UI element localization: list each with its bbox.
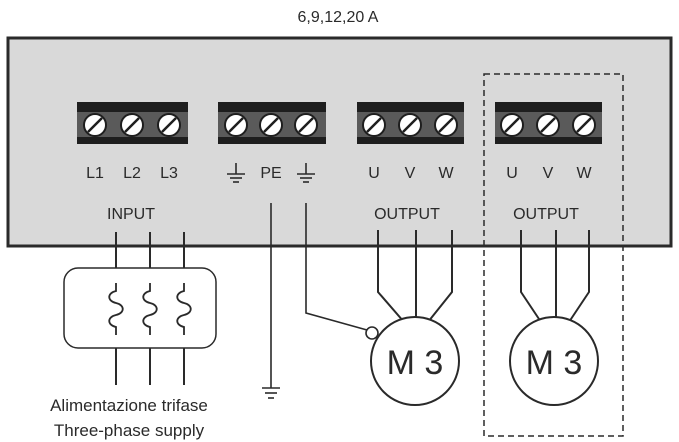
terminal-block-output-1 (357, 102, 464, 144)
ground-symbol-icon (262, 387, 280, 399)
screw-terminal-pe[interactable] (259, 113, 283, 137)
terminal-block-output-2 (495, 102, 602, 144)
supply-caption-en: Three-phase supply (54, 421, 205, 440)
pin-label-l3: L3 (160, 165, 178, 182)
screw-terminal-v1[interactable] (398, 113, 422, 137)
motor-1-label: M 3 (387, 344, 444, 382)
screw-terminal-u1[interactable] (362, 113, 386, 137)
motor-2 (509, 316, 599, 406)
pin-label-v1: V (405, 165, 416, 182)
earth-symbol-right-icon (297, 163, 315, 183)
screw-terminal-v2[interactable] (536, 113, 560, 137)
output-1-group-label: OUTPUT (374, 206, 440, 223)
screw-terminal-earth-right[interactable] (294, 113, 318, 137)
motor-1-wires (377, 230, 453, 323)
optional-output-frame (483, 73, 624, 437)
terminal-block-ground (218, 102, 326, 144)
circuit-breaker-box (63, 267, 217, 349)
pin-label-l2: L2 (123, 165, 141, 182)
earth-symbol-left-icon (227, 163, 245, 183)
supply-caption-it: Alimentazione trifase (50, 396, 208, 415)
pin-label-u2: U (506, 165, 518, 182)
screw-terminal-u2[interactable] (500, 113, 524, 137)
screw-terminal-w1[interactable] (434, 113, 458, 137)
pin-label-v2: V (543, 165, 554, 182)
terminal-block-input (77, 102, 188, 144)
current-rating-label: 6,9,12,20 A (298, 9, 379, 26)
screw-terminal-l1[interactable] (83, 113, 107, 137)
motor-2-label: M 3 (526, 344, 583, 382)
pin-label-w1: W (438, 165, 454, 182)
input-group-label: INPUT (107, 206, 155, 223)
earth-wire-motor (305, 203, 368, 331)
pin-label-u1: U (368, 165, 380, 182)
motor-2-wires (520, 230, 590, 323)
motor-1 (370, 316, 460, 406)
pin-label-w2: W (576, 165, 592, 182)
screw-terminal-l3[interactable] (157, 113, 181, 137)
output-2-group-label: OUTPUT (513, 206, 579, 223)
pin-label-pe: PE (260, 165, 281, 182)
screw-terminal-w2[interactable] (572, 113, 596, 137)
screw-terminal-l2[interactable] (120, 113, 144, 137)
screw-terminal-earth-left[interactable] (224, 113, 248, 137)
motor-earth-lug (365, 326, 379, 340)
breaker-contact-icon (108, 283, 192, 335)
pin-label-l1: L1 (86, 165, 104, 182)
